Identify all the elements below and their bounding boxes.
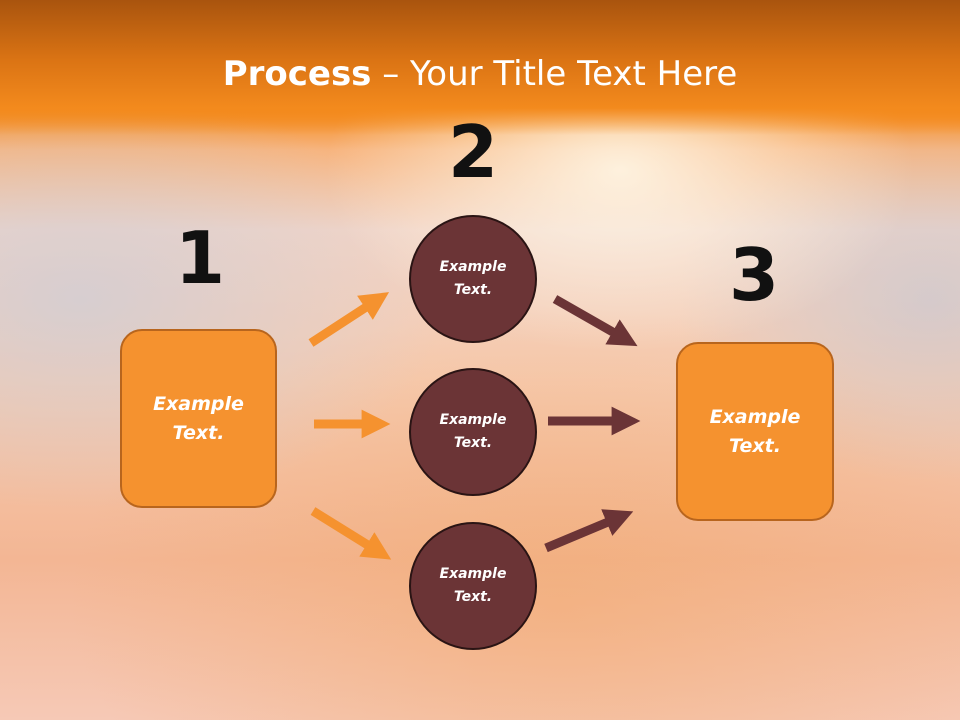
arrow-1-to-top (308, 292, 390, 347)
step-2-circle-middle-text: Example Text. (439, 412, 507, 451)
step-number-3: 3 (728, 233, 780, 317)
title-rest-part: – Your Title Text Here (371, 54, 738, 94)
step-number-1: 1 (174, 216, 226, 300)
step-3-box: Example Text. (676, 342, 834, 521)
header-band (0, 0, 960, 135)
step-2-circle-top: Example Text. (409, 215, 537, 343)
arrow-bottom-to-3 (544, 509, 634, 553)
step-3-text: Example Text. (709, 405, 801, 457)
step-2-circle-bottom-text: Example Text. (439, 566, 507, 605)
step-2-circle-bottom: Example Text. (409, 522, 537, 650)
step-1-text: Example Text. (153, 392, 244, 444)
title-bold-part: Process (222, 54, 372, 94)
arrow-top-to-3 (552, 295, 638, 347)
slide-title: Process – Your Title Text Here (0, 52, 960, 96)
step-1-box: Example Text. (120, 329, 277, 508)
arrow-1-to-bottom (310, 507, 392, 560)
step-number-2: 2 (447, 110, 499, 194)
step-2-circle-middle: Example Text. (409, 368, 537, 496)
step-2-circle-top-text: Example Text. (439, 259, 507, 298)
